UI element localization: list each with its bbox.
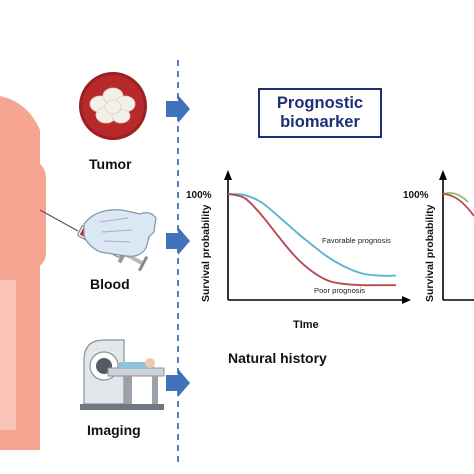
favorable-curve [227,193,397,277]
x-axis-arrowhead [402,296,411,304]
y-tick-100-2: 100% [403,190,429,201]
scanner-icon [80,339,165,410]
body-lower-fade [0,280,16,430]
natural-history-label: Natural history [228,350,327,366]
y-axis-arrowhead [224,170,232,180]
arrow-tumor [166,95,190,123]
survival-chart-second: 100% Survival probability [403,170,474,302]
poor-curve [227,193,396,287]
tumor-icon [79,72,147,140]
biomarker-title-line2: biomarker [280,113,360,131]
tumor-label: Tumor [89,156,132,172]
arrow-imaging [166,369,190,397]
poor-prognosis-label: Poor prognosis [314,286,365,295]
prognostic-biomarker-box: Prognostic biomarker [258,88,382,138]
syringe-hand-icon [39,209,157,272]
arrow-blood [166,227,190,255]
survival-chart-natural-history: 100% Survival probability TIme Favorable… [186,170,411,331]
blood-label: Blood [90,276,130,292]
favorable-prognosis-label: Favorable prognosis [322,236,391,245]
arrows [166,95,190,397]
x-axis-label: TIme [293,319,319,331]
y-tick-100: 100% [186,190,212,201]
y-axis-arrowhead-2 [439,170,447,180]
imaging-label: Imaging [87,422,141,438]
red-curve-partial [442,193,474,217]
biomarker-title-line1: Prognostic [276,94,364,112]
patient-body [0,96,46,450]
y-axis-label-2: Survival probability [424,204,436,302]
body-arm [12,160,46,270]
y-axis-label: Survival probability [200,204,212,302]
